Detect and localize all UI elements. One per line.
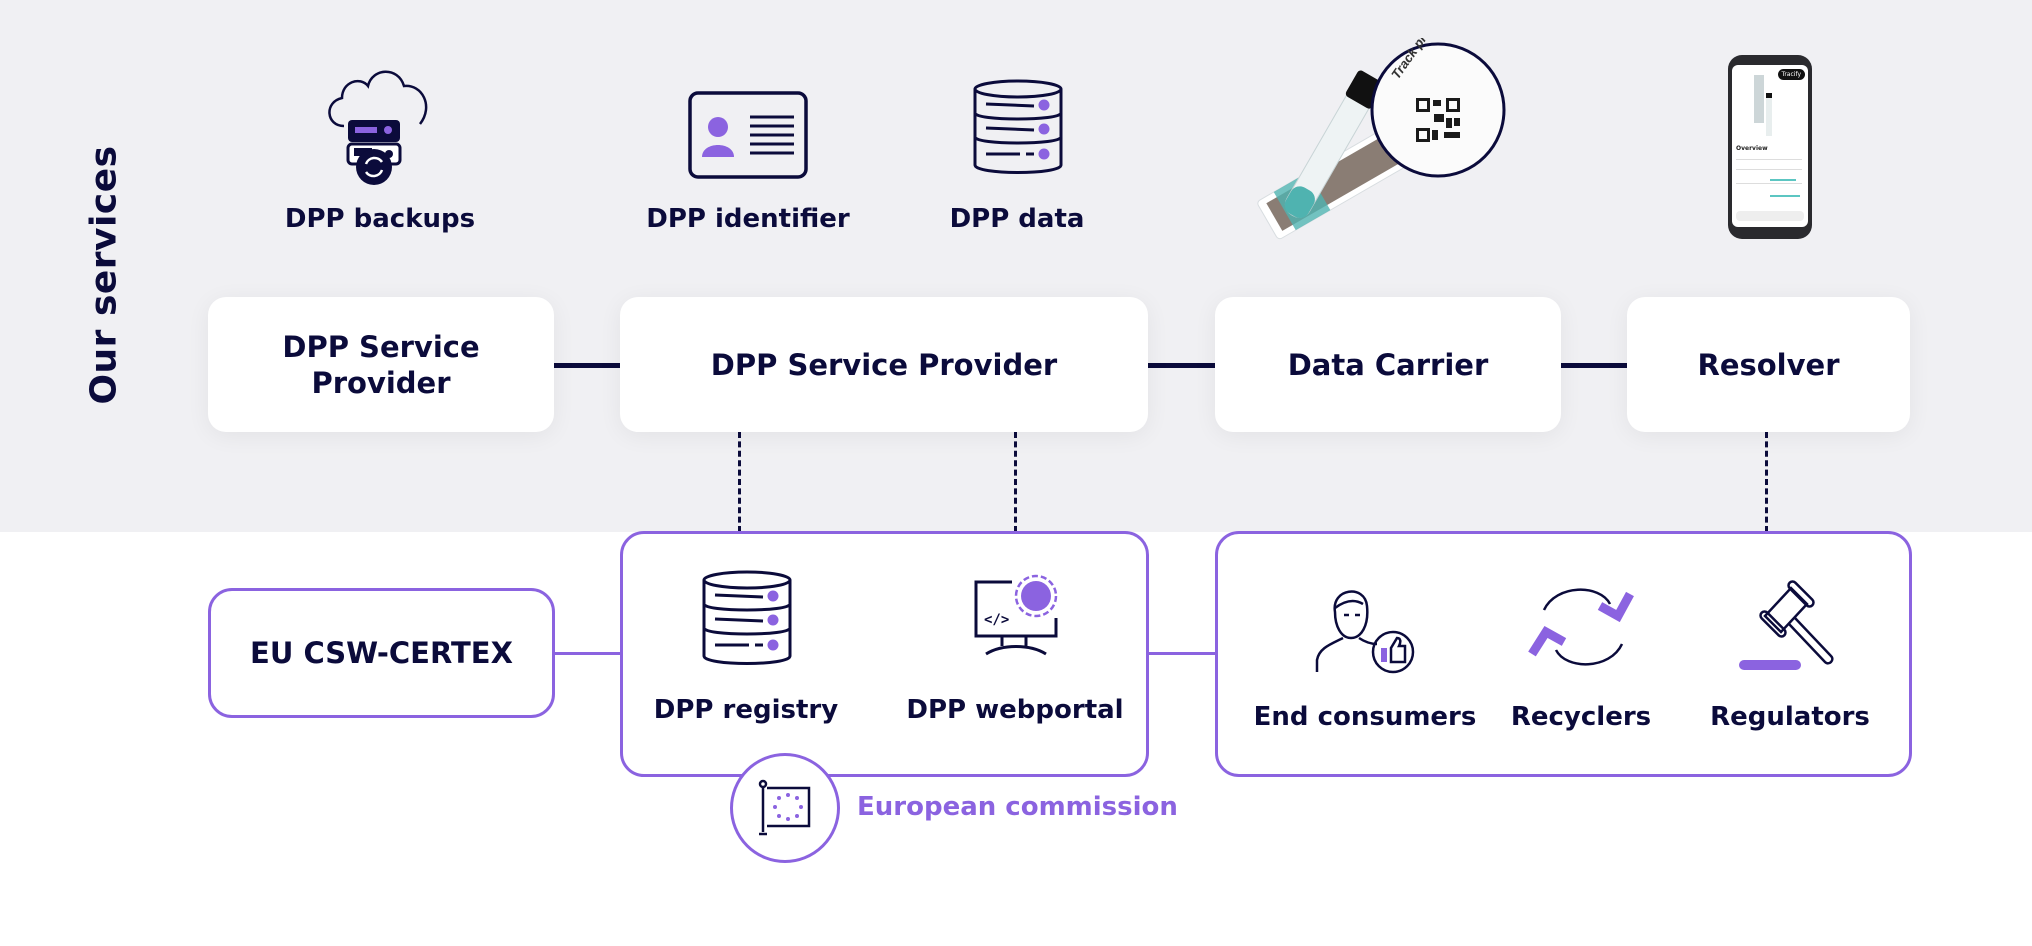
web-portal-icon: </> xyxy=(974,574,1058,656)
product-qr-code-image: Track product xyxy=(1257,38,1506,240)
eu-csw-certex-box[interactable]: EU CSW-CERTEX xyxy=(208,588,555,718)
connector-1-2 xyxy=(554,363,621,368)
label-dpp-webportal: DPP webportal xyxy=(906,695,1124,725)
european-commission-badge xyxy=(730,753,840,863)
registry-database-icon xyxy=(702,570,792,665)
recycle-arrows-icon xyxy=(1528,588,1634,666)
svg-text:</>: </> xyxy=(984,612,1009,628)
card-label: Data Carrier xyxy=(1287,347,1489,382)
connector-3-4 xyxy=(1561,363,1627,368)
card-resolver[interactable]: Resolver xyxy=(1627,297,1910,432)
phone-screen-heading: Overview xyxy=(1736,145,1768,152)
section-title: Our services xyxy=(83,145,125,405)
smartphone-dpp-view-image: Tracify Overview xyxy=(1728,55,1812,239)
id-card-icon xyxy=(688,91,808,179)
phone-badge: Tracify xyxy=(1777,69,1805,80)
card-label: DPP Service Provider xyxy=(282,329,480,400)
dashed-connector-registry xyxy=(738,432,741,532)
person-thumbs-up-icon xyxy=(1315,590,1415,674)
dashed-connector-stakeholders xyxy=(1765,432,1768,532)
connector-eu-provider xyxy=(555,652,621,655)
stakeholder-group-box xyxy=(1215,531,1912,777)
label-end-consumers: End consumers xyxy=(1253,702,1477,732)
connector-provider-stakeholders xyxy=(1148,652,1216,655)
connector-2-3 xyxy=(1148,363,1215,368)
top-label-dpp-data: DPP data xyxy=(949,204,1085,234)
top-label-dpp-identifier: DPP identifier xyxy=(646,204,850,234)
card-data-carrier[interactable]: Data Carrier xyxy=(1215,297,1561,432)
card-dpp-service-provider[interactable]: DPP Service Provider xyxy=(620,297,1148,432)
card-label: Resolver xyxy=(1697,347,1840,382)
card-dpp-service-provider-backup[interactable]: DPP Service Provider xyxy=(208,297,554,432)
provider-group-box xyxy=(620,531,1149,777)
eu-box-label: EU CSW-CERTEX xyxy=(250,636,513,670)
dashed-connector-webportal xyxy=(1014,432,1017,532)
label-regulators: Regulators xyxy=(1710,702,1870,732)
label-recyclers: Recyclers xyxy=(1510,702,1652,732)
card-label: DPP Service Provider xyxy=(710,347,1058,382)
european-commission-label: European commission xyxy=(857,792,1178,822)
database-icon xyxy=(973,79,1063,174)
eu-flag-icon xyxy=(758,779,811,836)
gavel-icon xyxy=(1739,580,1834,670)
top-label-dpp-backups: DPP backups xyxy=(284,204,476,234)
cloud-server-backup-icon xyxy=(328,70,428,185)
label-dpp-registry: DPP registry xyxy=(653,695,839,725)
